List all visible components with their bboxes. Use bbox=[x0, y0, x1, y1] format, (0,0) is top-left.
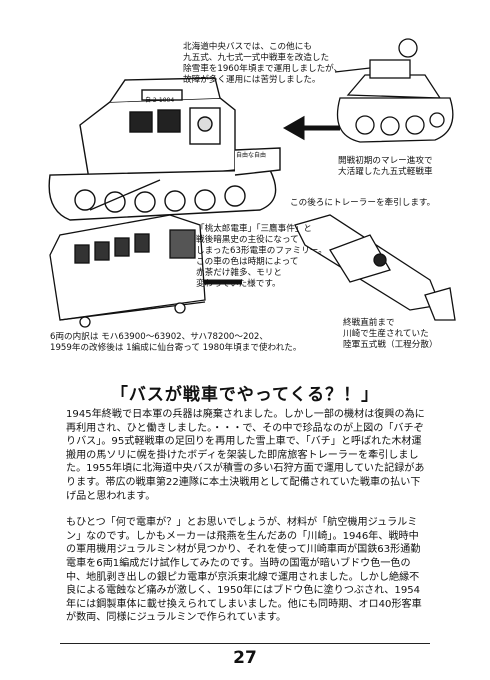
tank-drawing bbox=[334, 38, 454, 143]
bus-note: 北海道中央バスでは、この他にも 九五式、九七式一式中戦車を改造した 除雪車を19… bbox=[183, 42, 343, 85]
article-paragraph: もひとつ「何で電車が？」とお思いでしょうが、材料が「航空機用ジュラルミン」なので… bbox=[66, 517, 422, 624]
train-data-note: 6両の内訳は モハ63900〜63902、サハ78200〜202、 1959年の… bbox=[50, 332, 302, 353]
article-title: 「バスが戦車でやってくる？！」 bbox=[110, 385, 380, 405]
footer-divider bbox=[60, 643, 430, 644]
tank-note: 開戦初期のマレー進攻で 大活躍した九五式軽戦車 bbox=[338, 156, 433, 177]
article-paragraph: 1945年終戦で日本軍の兵器は廃棄されました。しかし一部の機材は復興の為に再利用… bbox=[66, 409, 425, 502]
illustration bbox=[48, 38, 456, 328]
snow-bus-drawing bbox=[48, 77, 281, 221]
train-note: 「桃太郎電車」「三鷹事件」と 戦後暗黒史の主役になって しまった63形電車のファ… bbox=[196, 224, 327, 289]
page-number: 27 bbox=[233, 648, 257, 668]
plane-note: 終戦直前まで 川崎で生産されていた 陸軍五式戦（工程分散） bbox=[343, 318, 438, 350]
plane-drawing bbox=[294, 214, 456, 321]
trailer-note: この後ろにトレーラーを牽引します。 bbox=[290, 198, 436, 208]
bus-sign: 自由な自由 bbox=[236, 152, 267, 159]
train-drawing bbox=[49, 179, 206, 328]
article-body: 1945年終戦で日本軍の兵器は廃棄されました。しかし一部の機材は復興の為に再利用… bbox=[66, 408, 426, 625]
bus-plate: 自 2-1004 bbox=[145, 97, 175, 104]
